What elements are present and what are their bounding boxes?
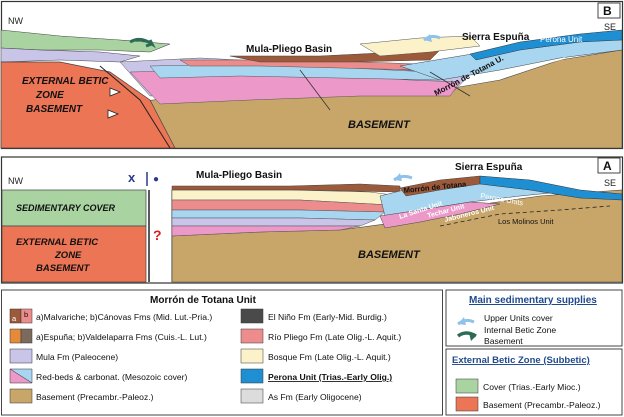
legend-swatch-bosque — [240, 348, 264, 364]
legend — [1, 289, 623, 416]
legend-mid-item-2: Río Pliego Fm (Late Olig.-L. Aquit.) — [268, 332, 401, 342]
panel-b-nw: NW — [8, 16, 23, 26]
panel-b-basement-label: BASEMENT — [348, 119, 411, 131]
legend-morron-title: Morrón de Totana Unit — [150, 295, 257, 306]
legend-left-item-2: a)Espuña; b)Valdelaparra Fms (Cuis.-L. L… — [36, 332, 207, 342]
panel-b-sierra-label: Sierra Espuña — [462, 32, 530, 43]
legend-left-item-3: Mula Fm (Paleocene) — [36, 352, 118, 362]
panel-a-dot-mark: ● — [153, 174, 159, 185]
legend-supply-upper-label: Upper Units cover — [484, 313, 553, 323]
panel-b-letter: B — [603, 4, 612, 18]
panel-a-sierra-label: Sierra Espuña — [455, 162, 523, 173]
panel-a — [0, 156, 624, 284]
panel-a-x-mark: x — [128, 170, 136, 185]
legend-subbetic-title: External Betic Zone (Subbetic) — [452, 355, 590, 366]
panel-b-basin-label: Mula-Pliego Basin — [246, 44, 332, 55]
legend-supplies-title: Main sedimentary supplies — [469, 295, 597, 306]
panel-a-basement-label: BASEMENT — [358, 249, 421, 261]
legend-swatch-redbeds — [9, 368, 33, 384]
panel-a-ext-line3: BASEMENT — [36, 263, 91, 274]
legend-left-item-4: Red-beds & carbonat. (Mesozoic cover) — [36, 372, 188, 382]
legend-subbetic-cover-label: Cover (Trias.-Early Mioc.) — [483, 382, 581, 392]
legend-swatch-as — [240, 388, 264, 404]
legend-internal-betic-arrow-icon — [456, 331, 477, 338]
panel-a-question-mark: ? — [153, 227, 162, 243]
legend-swatch-subbetic-cover — [455, 378, 479, 394]
legend-mid-item-3: Bosque Fm (Late Olig.-L. Aquit.) — [268, 352, 391, 362]
legend-swatch-basement — [9, 388, 33, 404]
legend-supply-internal-label-2: Basement — [484, 336, 523, 346]
legend-left-item-5: Basement (Precambr.-Paleoz.) — [36, 392, 154, 402]
panel-a-ext-line2: ZONE — [54, 250, 82, 261]
panel-a-ext-line1: EXTERNAL BETIC — [16, 237, 98, 248]
legend-subbetic-basement-label: Basement (Precambr.-Paleoz.) — [483, 400, 601, 410]
legend-swatch-mula — [9, 348, 33, 364]
legend-swatch-a-letter: a — [12, 314, 17, 323]
legend-swatch-espuna — [9, 328, 33, 344]
legend-swatch-perona — [240, 368, 264, 384]
panel-b-letter-box — [597, 2, 621, 19]
panel-a-molinos-label: Los Molinos Unit — [498, 217, 554, 226]
legend-mid-item-5: As Fm (Early Oligocene) — [268, 392, 362, 402]
panel-a-letter-box — [597, 157, 621, 174]
panel-a-basin-label: Mula-Pliego Basin — [196, 170, 282, 181]
legend-swatch-b-letter: b — [24, 310, 28, 319]
legend-swatch-subbetic-basement — [455, 396, 479, 412]
panel-a-se: SE — [604, 178, 616, 188]
panel-a-sed-cover-label: SEDIMENTARY COVER — [16, 203, 116, 213]
panel-b-perona-label: Perona Unit — [540, 35, 583, 44]
legend-mid-item-4: Perona Unit (Trias.-Early Olig.) — [268, 372, 392, 382]
legend-swatch-malvariche — [9, 308, 33, 324]
legend-morron-box — [1, 289, 443, 416]
panel-b-ext-line3: BASEMENT — [26, 104, 83, 115]
legend-swatch-el-nino — [240, 308, 264, 324]
panel-b-ext-line2: ZONE — [35, 90, 64, 101]
panel-b-se: SE — [604, 22, 616, 32]
panel-a-nw: NW — [8, 176, 23, 186]
panel-b-ext-line1: EXTERNAL BETIC — [22, 76, 109, 87]
panel-a-letter: A — [603, 159, 612, 173]
legend-supply-internal-label-1: Internal Betic Zone — [484, 325, 556, 335]
legend-left-item-1: a)Malvariche; b)Cánovas Fms (Mid. Lut.-P… — [36, 312, 212, 322]
panel-b — [0, 0, 624, 150]
legend-swatch-rio-pliego — [240, 328, 264, 344]
legend-mid-item-1: El Niño Fm (Early-Mid. Burdig.) — [268, 312, 387, 322]
